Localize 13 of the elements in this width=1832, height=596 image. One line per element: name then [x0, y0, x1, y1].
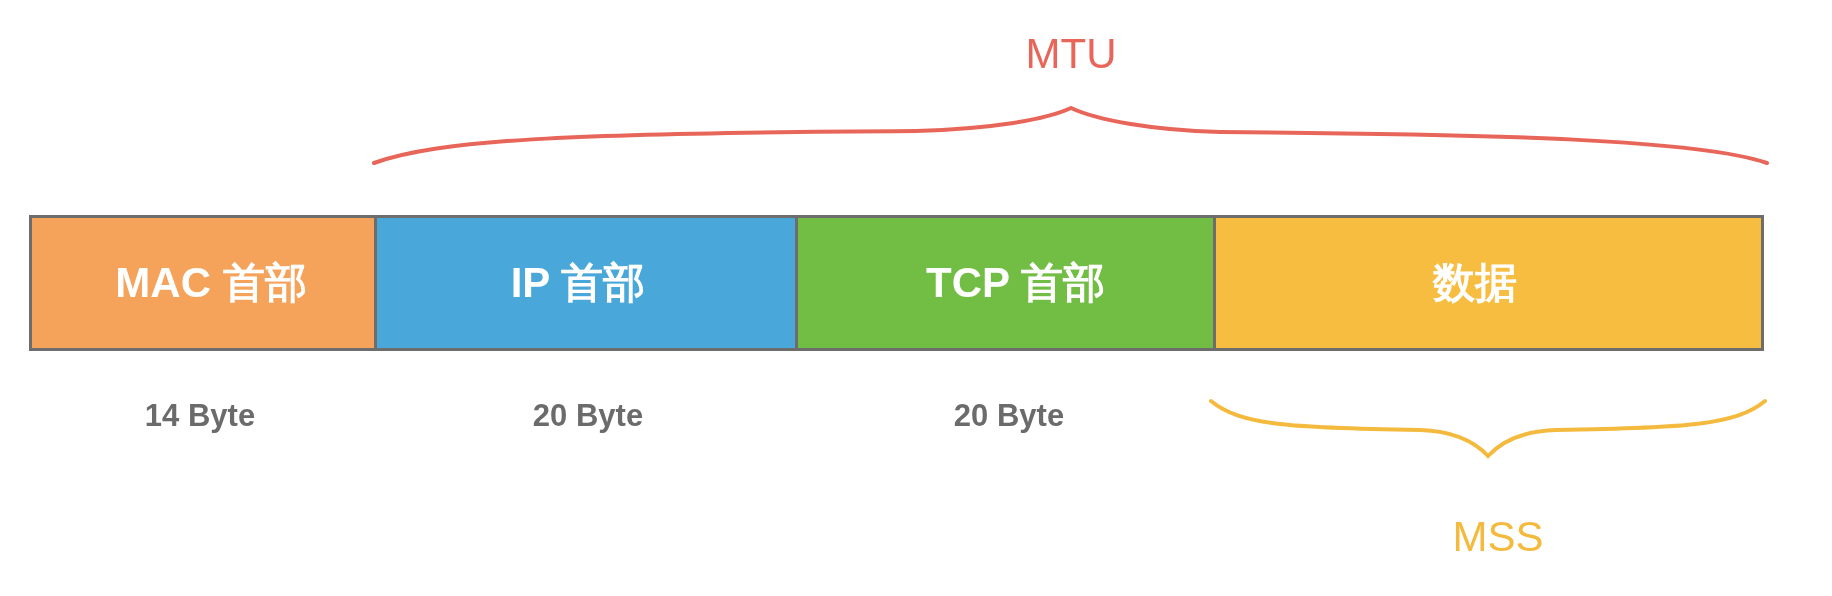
ip-header-field — [374, 215, 798, 351]
mtu-label: MTU — [1025, 28, 1117, 79]
mac-header-field — [29, 215, 377, 351]
data-field — [1213, 215, 1764, 351]
field-name: MAC 首部 — [115, 257, 307, 308]
field-name: TCP 首部 — [926, 257, 1105, 308]
tcp-header-field — [795, 215, 1216, 351]
field-name: 数据 — [1432, 257, 1517, 308]
field-name: IP 首部 — [510, 257, 646, 308]
byte-size-label: 20 Byte — [953, 397, 1065, 435]
mss-label: MSS — [1452, 511, 1544, 562]
byte-size-label: 20 Byte — [532, 397, 644, 435]
byte-size-label: 14 Byte — [144, 397, 256, 435]
